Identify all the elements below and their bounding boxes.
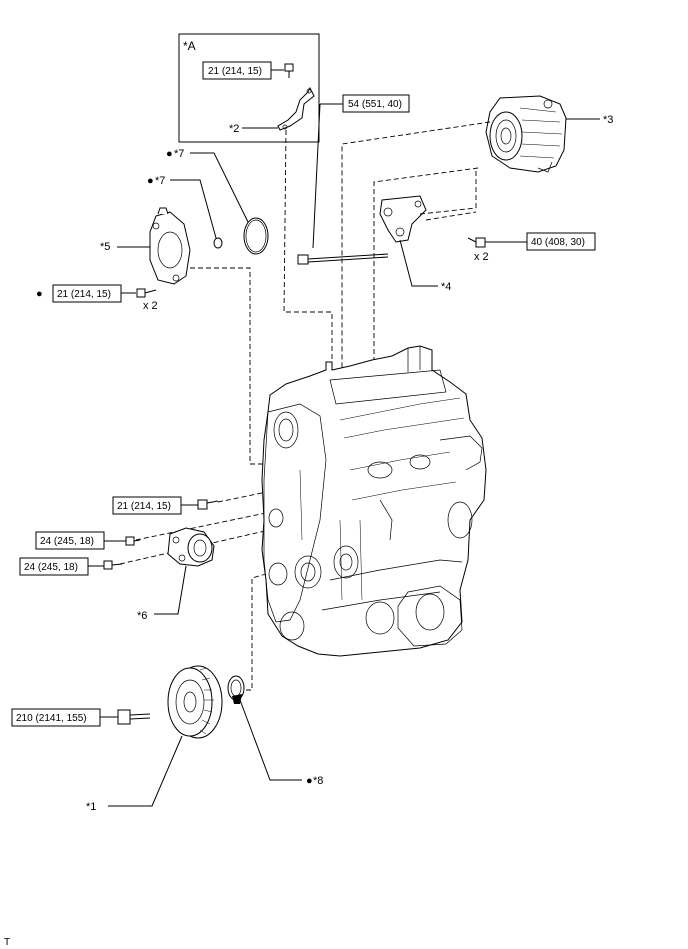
bullet-8: ● <box>306 775 313 787</box>
torque-210-value: 210 (2141, 155) <box>16 713 87 724</box>
inset-label: *A <box>183 39 196 53</box>
pulley-bolt <box>117 709 151 725</box>
engine-block <box>261 345 487 657</box>
crank-pulley-part-1 <box>167 665 223 739</box>
bracket-part-2 <box>277 86 315 131</box>
qty-x2-40: x 2 <box>474 251 489 263</box>
qty-x2-21: x 2 <box>143 300 158 312</box>
large-o-ring <box>243 217 269 255</box>
inset-frame <box>178 33 320 143</box>
bolt-40 <box>467 237 486 248</box>
callout-5: *5 <box>100 241 110 253</box>
torque-24-b-value: 24 (245, 18) <box>24 562 78 573</box>
bolt-24-b <box>103 560 123 570</box>
callout-6: *6 <box>137 610 147 622</box>
inset-torque-value: 21 (214, 15) <box>208 66 262 77</box>
inset-bolt <box>284 63 294 78</box>
bullet-21: ● <box>36 288 43 300</box>
bolt-21-pump <box>136 288 157 298</box>
torque-21-mid-value: 21 (214, 15) <box>117 501 171 512</box>
torque-21-pump-value: 21 (214, 15) <box>57 289 111 300</box>
torque-40-value: 40 (408, 30) <box>531 237 585 248</box>
callout-1: *1 <box>86 801 96 813</box>
torque-54-value: 54 (551, 40) <box>348 99 402 110</box>
bolt-24-a <box>125 536 141 546</box>
bolt-21-mid <box>197 499 219 510</box>
bullet-7b: ● <box>147 175 154 187</box>
callout-4: *4 <box>441 281 451 293</box>
callout-2: *2 <box>229 123 239 135</box>
vacuum-pump-part-5 <box>149 207 191 285</box>
inset-a: *A 21 (214, 15) *2 <box>178 33 320 143</box>
bracket-part-4 <box>379 195 427 243</box>
tensioner-part-6 <box>167 527 215 567</box>
footer-mark: T <box>4 937 10 948</box>
callout-7a: *7 <box>174 148 184 160</box>
small-o-ring <box>213 237 223 249</box>
long-bolt <box>297 253 389 265</box>
callout-8: *8 <box>313 775 323 787</box>
alternator-part-3 <box>485 95 567 173</box>
callout-7b: *7 <box>155 175 165 187</box>
torque-24-a-value: 24 (245, 18) <box>40 536 94 547</box>
torque-box-40 <box>526 232 596 251</box>
oil-seal-part-8 <box>227 675 245 704</box>
bullet-7a: ● <box>166 148 173 160</box>
callout-3: *3 <box>603 114 613 126</box>
